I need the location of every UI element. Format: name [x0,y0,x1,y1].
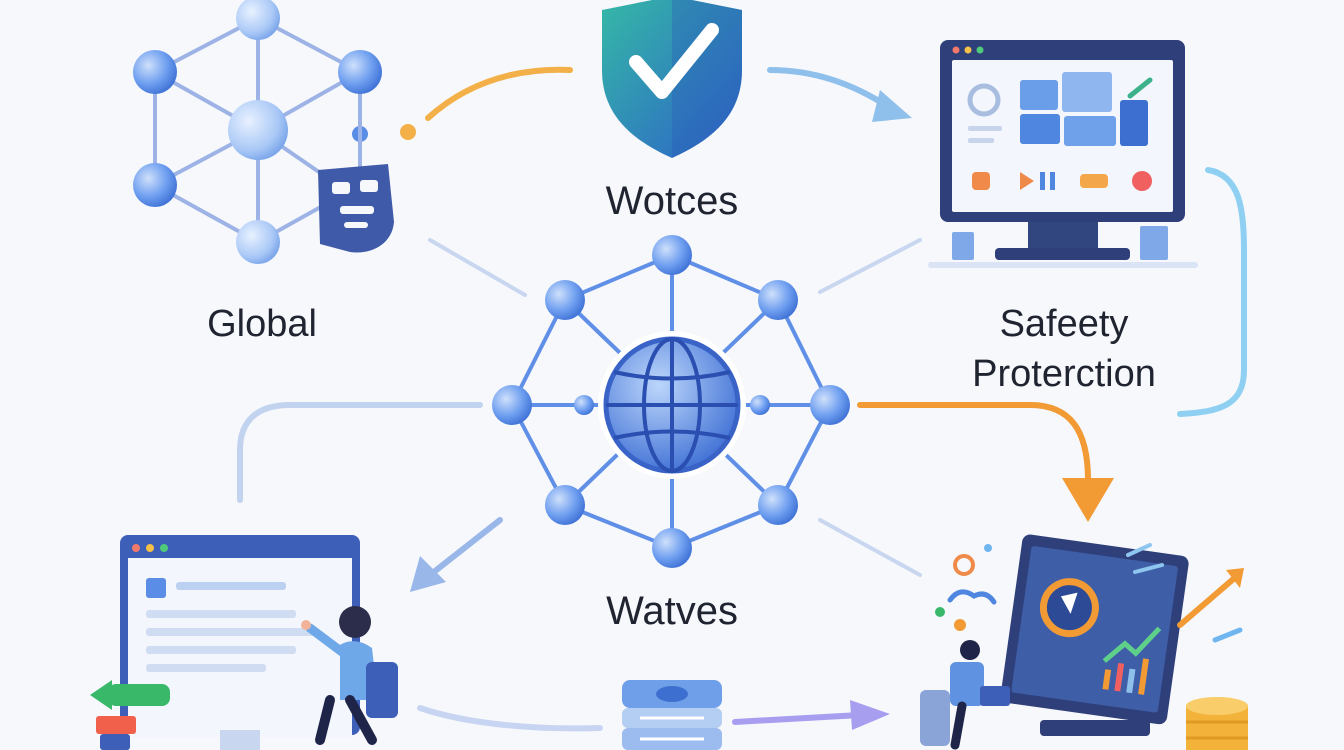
green-arrow-icon [90,680,170,750]
connector-dot [400,124,416,140]
arrowhead [1062,478,1114,522]
globe-icon [603,336,741,474]
browser-window-icon [120,535,360,750]
central-hub [492,235,850,568]
arrow-hub-to-analytics [857,402,1091,483]
arrow-hub-to-browser [427,517,503,578]
database-stack-icon [622,680,722,750]
network-graph-icon [133,0,382,264]
shield-check-icon [602,0,742,158]
label-top: Wotces [606,179,739,223]
label-safety-line2: Proterction [972,353,1156,395]
spoke-line [428,238,527,297]
arrowhead [410,556,446,592]
arrow-db-to-analytics [732,712,863,725]
person-at-desk-icon [301,606,398,745]
arrow-shield-to-monitor [767,67,893,111]
arrow-browser-to-db [417,705,603,732]
spoke-line [818,518,922,577]
arrow-global-to-shield [425,66,573,121]
mask-icon [318,164,394,253]
arrowhead [872,90,912,122]
spoke-line [818,238,922,294]
arrow-right-loop [1177,167,1247,417]
analytics-monitor-icon [920,534,1244,750]
label-safety-line1: Safeety [1000,303,1129,345]
arrow-left-loop [237,402,483,503]
dashboard-monitor-icon [928,40,1198,268]
label-global: Global [207,303,317,345]
arrowhead [850,700,890,730]
label-bottom: Watves [606,589,738,633]
connectors [237,66,1247,732]
coin-stack-icon [1186,697,1248,750]
